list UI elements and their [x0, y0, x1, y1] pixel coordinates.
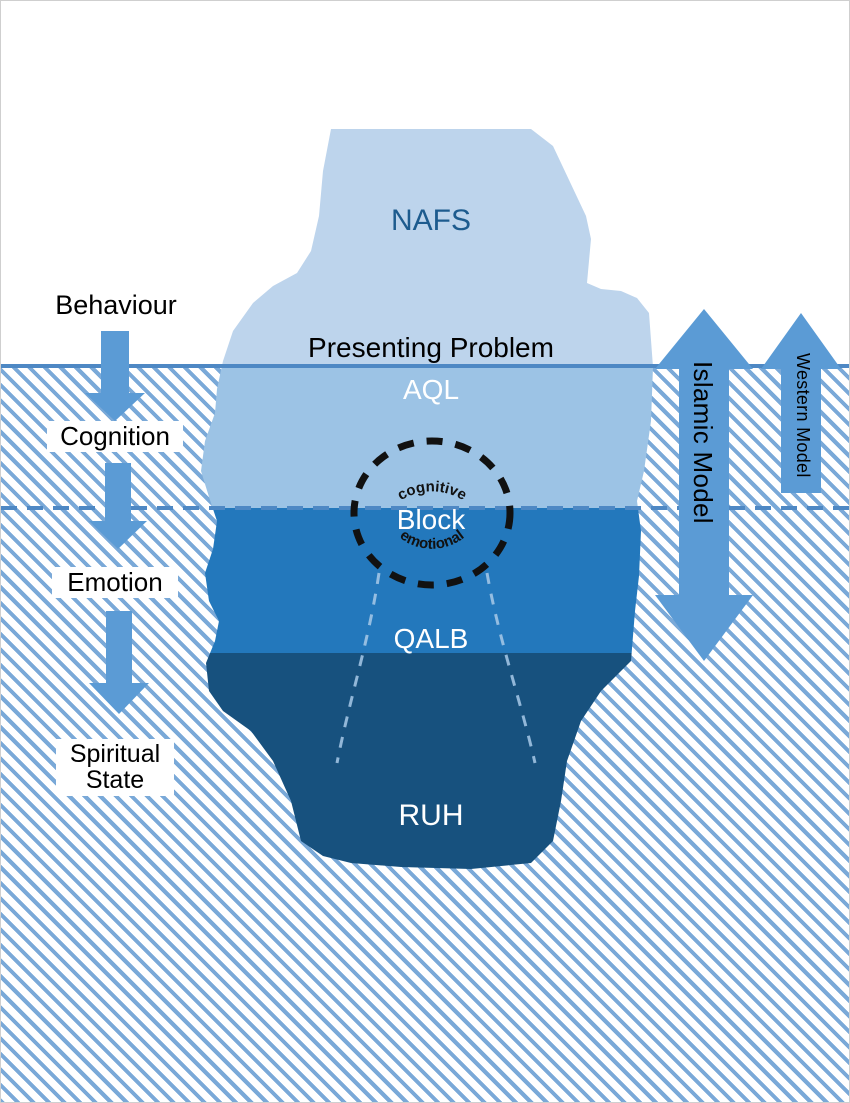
iceberg-label-qalb: QALB: [393, 623, 469, 654]
iceberg-label-aql: AQL: [402, 374, 460, 405]
presenting-problem-label: Presenting Problem: [308, 332, 554, 363]
water-surface-line: [1, 364, 849, 368]
flow-label-spiritual-state: Spiritual State: [56, 739, 174, 796]
flow-label-emotion: Emotion: [52, 567, 178, 599]
block-center-label: Block: [396, 504, 466, 535]
flow-label-cognition: Cognition: [47, 421, 183, 453]
iceberg-label-nafs: NAFS: [390, 204, 471, 237]
flow-label-behaviour: Behaviour: [55, 290, 177, 320]
islamic-model-label: Islamic Model: [688, 361, 718, 524]
western-model-label: Western Model: [793, 353, 813, 478]
water-region: [1, 367, 849, 1102]
iceberg-label-ruh: RUH: [398, 799, 464, 832]
